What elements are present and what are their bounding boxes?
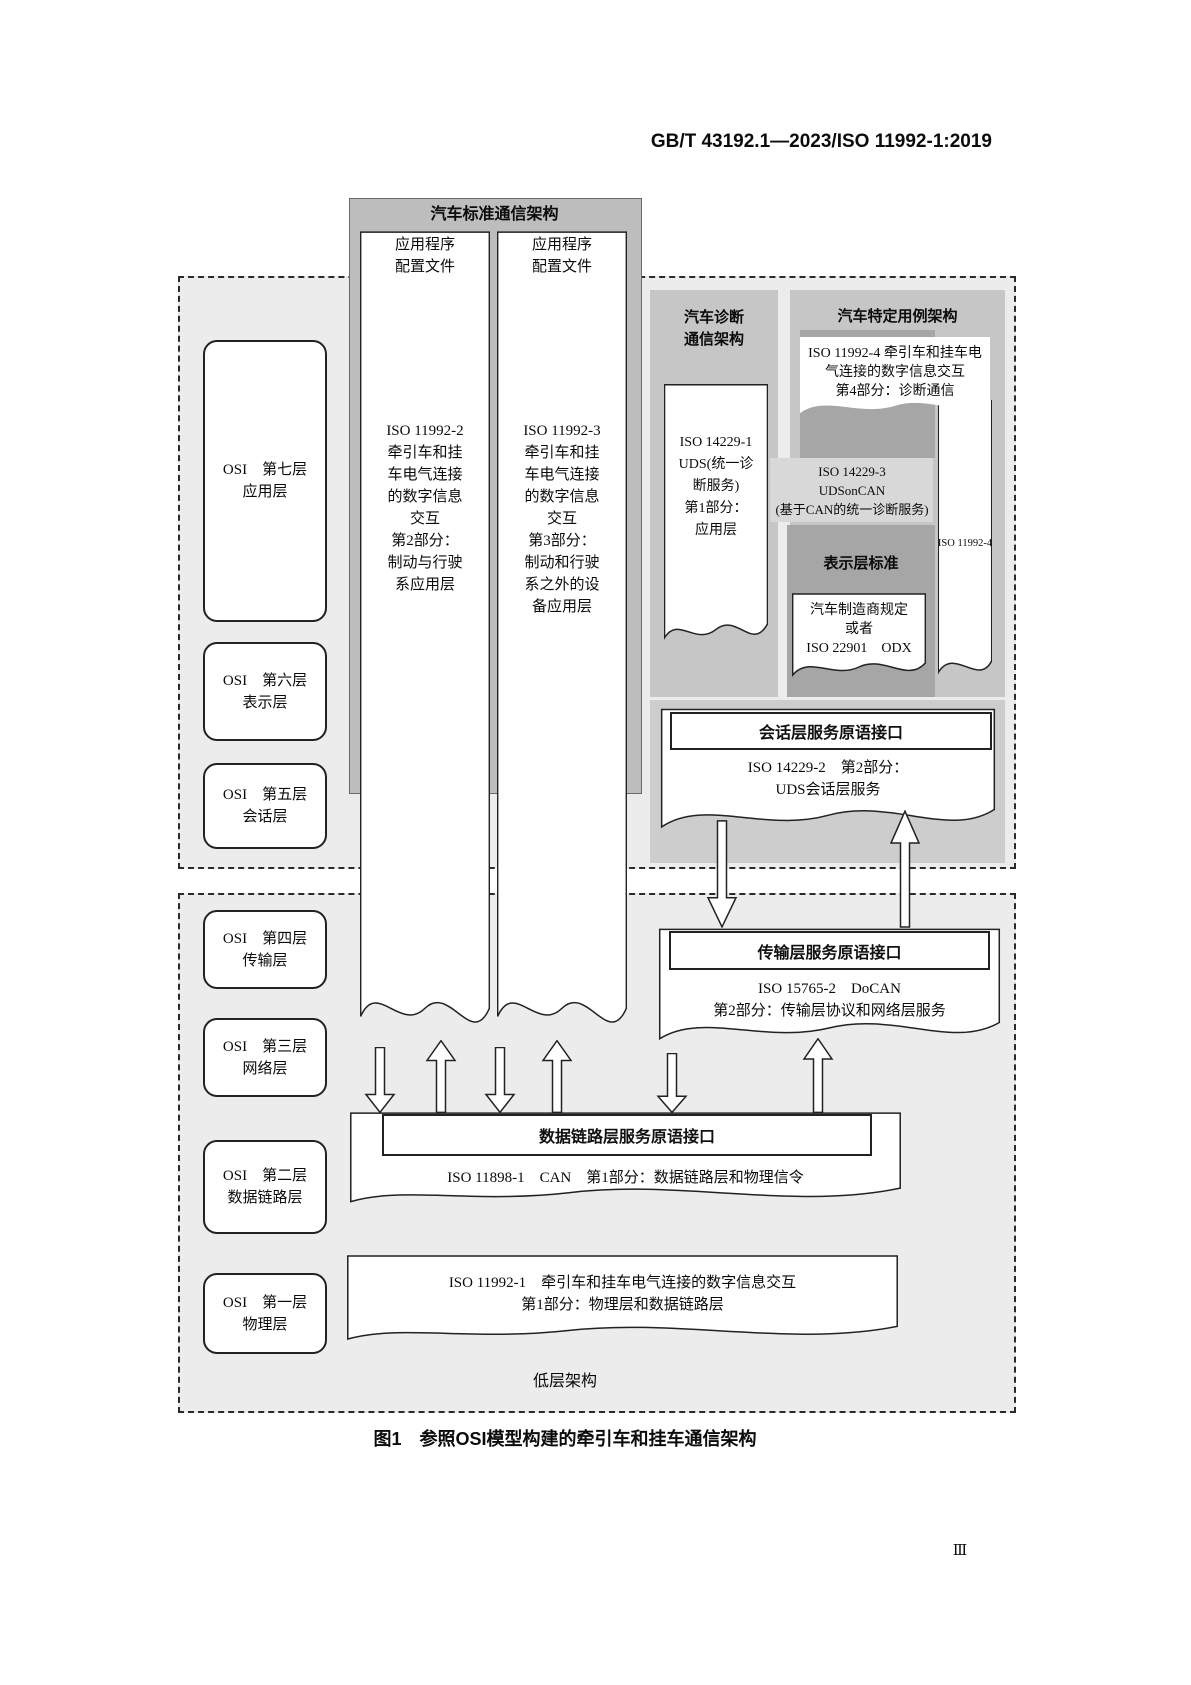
presentation-doc-text: 汽车制造商规定 或者 ISO 22901 ODX — [806, 603, 912, 656]
physical-doc-box: ISO 11992-1 牵引车和挂车电气连接的数字信息交互 第1部分：物理层和数… — [345, 1255, 900, 1360]
osi-layer1-label: OSI 第一层 物理层 — [222, 1294, 308, 1333]
down-arrow-profile-a — [364, 1047, 396, 1113]
datalink-interface-label: 数据链路层服务原语接口 — [538, 1129, 715, 1146]
session-body-text: ISO 14229-2 第2部分： UDS会话层服务 — [747, 760, 909, 798]
osi-layer6-box: OSI 第六层 表示层 — [203, 642, 327, 741]
transport-body-text: ISO 15765-2 DoCAN 第2部分：传输层协议和网络层服务 — [713, 981, 946, 1019]
osi-layer2-box: OSI 第二层 数据链路层 — [203, 1140, 327, 1234]
profile-a-body: ISO 11992-2 牵引车和挂 车电气连接 的数字信息 交互 第2部分： 制… — [386, 423, 464, 593]
diagnostic-comm-title: 汽车诊断 通信架构 — [683, 310, 744, 348]
page-number: Ⅲ — [952, 1543, 968, 1559]
up-arrow-profile-b — [541, 1040, 573, 1113]
osi-layer3-label: OSI 第三层 网络层 — [222, 1038, 308, 1077]
iso-11992-4-doc-text: ISO 11992-4 牵引车和挂车电 气连接的数字信息交互 第4部分：诊断通信 — [808, 346, 982, 399]
standard-comm-title: 汽车标准通信架构 — [430, 206, 559, 223]
udsoncan-band — [770, 458, 933, 522]
iso-11992-4-doc: ISO 11992-4 牵引车和挂车电 气连接的数字信息交互 第4部分：诊断通信 — [800, 337, 990, 430]
profile-b-body: ISO 11992-3 牵引车和挂 车电气连接 的数字信息 交互 第3部分： 制… — [523, 423, 601, 615]
osi-layer1-box: OSI 第一层 物理层 — [203, 1273, 327, 1354]
osi-layer6-label: OSI 第六层 表示层 — [222, 672, 308, 711]
profile-doc-11992-2: 应用程序 配置文件 ISO 11992-2 牵引车和挂 车电气连接 的数字信息 … — [360, 228, 490, 1045]
presentation-title: 表示层标准 — [823, 556, 899, 572]
down-arrow-profile-b — [484, 1047, 516, 1113]
up-arrow-datalink-transport — [802, 1038, 834, 1113]
uds-doc-text: ISO 14229-1 UDS(统一诊 断服务) 第1部分： 应用层 — [678, 435, 754, 538]
presentation-doc-box: 汽车制造商规定 或者 ISO 22901 ODX — [792, 593, 926, 693]
datalink-body-text: ISO 11898-1 CAN 第1部分：数据链路层和物理信令 — [447, 1170, 804, 1186]
up-arrow-profile-a — [425, 1040, 457, 1113]
osi-layer4-box: OSI 第四层 传输层 — [203, 910, 327, 989]
physical-body-text: ISO 11992-1 牵引车和挂车电气连接的数字信息交互 第1部分：物理层和数… — [448, 1275, 797, 1313]
udsoncan-band-text: ISO 14229-3 UDSonCAN (基于CAN的统一诊断服务) — [775, 464, 929, 517]
datalink-interface-header: 数据链路层服务原语接口 — [382, 1114, 872, 1156]
lower-arch-label: 低层架构 — [532, 1373, 597, 1390]
iso-11992-4-strip — [938, 400, 992, 693]
up-arrow-transport-session — [889, 810, 921, 928]
osi-layer5-box: OSI 第五层 会话层 — [203, 763, 327, 849]
down-arrow-session-transport — [706, 820, 738, 928]
osi-layer5-label: OSI 第五层 会话层 — [222, 787, 308, 825]
osi-layer7-box: OSI 第七层 应用层 — [203, 340, 327, 622]
transport-interface-label: 传输层服务原语接口 — [757, 944, 902, 962]
session-interface-header: 会话层服务原语接口 — [670, 712, 992, 750]
iso-11992-4-strip-label: ISO 11992-4 — [937, 538, 993, 549]
profile-a-header: 应用程序 配置文件 — [394, 237, 455, 275]
osi-layer4-label: OSI 第四层 传输层 — [222, 930, 308, 969]
osi-layer7-label: OSI 第七层 应用层 — [222, 462, 308, 500]
profile-doc-11992-3: 应用程序 配置文件 ISO 11992-3 牵引车和挂 车电气连接 的数字信息 … — [497, 228, 627, 1045]
profile-b-header: 应用程序 配置文件 — [531, 237, 592, 275]
standard-number-header: GB/T 43192.1—2023/ISO 11992-1:2019 — [650, 131, 992, 152]
down-arrow-transport-datalink — [656, 1053, 688, 1113]
use-case-title: 汽车特定用例架构 — [837, 309, 958, 325]
osi-layer3-box: OSI 第三层 网络层 — [203, 1018, 327, 1097]
figure-caption: 图1 参照OSI模型构建的牵引车和挂车通信架构 — [373, 1429, 757, 1449]
transport-interface-header: 传输层服务原语接口 — [669, 931, 990, 970]
osi-layer2-label: OSI 第二层 数据链路层 — [222, 1168, 308, 1206]
uds-doc-box: ISO 14229-1 UDS(统一诊 断服务) 第1部分： 应用层 — [664, 382, 768, 660]
session-interface-label: 会话层服务原语接口 — [758, 725, 903, 742]
